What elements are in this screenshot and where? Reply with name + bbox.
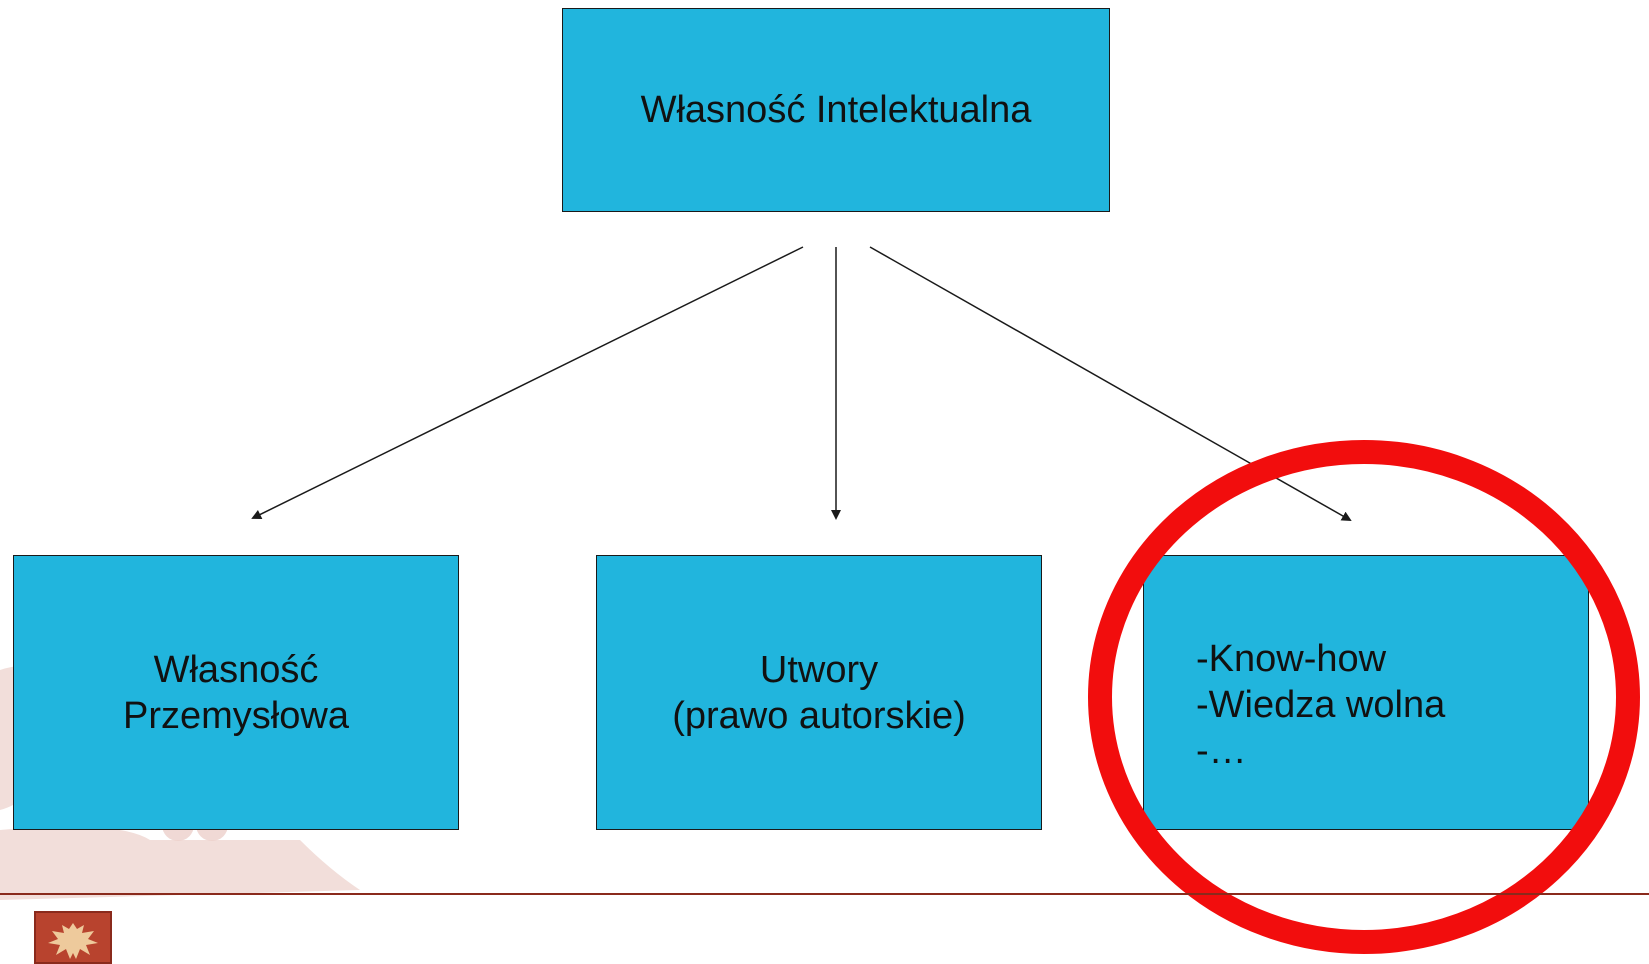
eagle-crest-icon bbox=[34, 911, 112, 964]
node-industrial-property: Własność Przemysłowa bbox=[13, 555, 459, 830]
arrow-to-industrial-property bbox=[251, 246, 804, 519]
node-know-how: -Know-how -Wiedza wolna -… bbox=[1143, 555, 1589, 830]
decoration-body-shape bbox=[0, 826, 360, 900]
node-intellectual-property: Własność Intelektualna bbox=[562, 8, 1110, 212]
arrow-to-know-how bbox=[869, 246, 1352, 521]
node-label: Własność Intelektualna bbox=[640, 89, 1032, 131]
eagle-icon bbox=[48, 923, 98, 959]
node-label: Własność Przemysłowa bbox=[123, 648, 349, 737]
node-label: -Know-how -Wiedza wolna -… bbox=[1196, 638, 1446, 772]
node-copyright-works: Utwory (prawo autorskie) bbox=[596, 555, 1042, 830]
footer-rule bbox=[0, 893, 1649, 895]
node-label: Utwory (prawo autorskie) bbox=[672, 648, 966, 737]
